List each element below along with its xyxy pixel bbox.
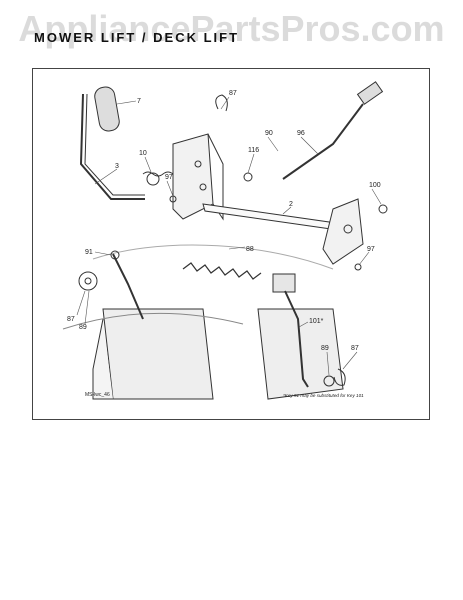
- right-hanger-rod: [284, 290, 309, 388]
- callout-87-top: 87: [229, 90, 237, 97]
- washer-116: [243, 172, 253, 182]
- callout-101: 101*: [309, 318, 324, 325]
- hair-clip-right: [333, 368, 346, 386]
- footnote: *Key 91 may be substituted for Key 101: [283, 393, 364, 398]
- right-hanger-block: [272, 273, 296, 293]
- callout-97-right: 97: [367, 246, 375, 253]
- mounting-bracket: [172, 133, 214, 220]
- parts-diagram: 7 87 90 96 116 10 3 97 100 2 88 91 87 89…: [62, 81, 388, 400]
- left-washer: [78, 271, 98, 291]
- rod-knob: [356, 81, 384, 105]
- diagram-code: MS-lwc_46: [85, 392, 110, 398]
- deck-left-panel: [102, 308, 214, 400]
- callout-89-right: 89: [321, 345, 329, 352]
- callout-87-right: 87: [351, 345, 359, 352]
- adjust-rod: [282, 103, 364, 180]
- callout-116: 116: [248, 147, 259, 154]
- handle-grip: [94, 86, 120, 132]
- lift-lever: [79, 93, 145, 200]
- callout-91: 91: [85, 249, 93, 256]
- callout-88: 88: [246, 246, 254, 253]
- callout-3: 3: [115, 163, 119, 170]
- deck-edge: [62, 312, 244, 330]
- hair-clip-top: [215, 94, 228, 112]
- callout-96: 96: [297, 130, 305, 137]
- deck-curve: [92, 244, 334, 270]
- right-lift-arm: [322, 198, 364, 265]
- lift-spring: [182, 262, 262, 280]
- nut-100: [378, 204, 388, 214]
- callout-90: 90: [265, 130, 273, 137]
- callout-7: 7: [137, 98, 141, 105]
- callout-89-left: 89: [79, 324, 87, 331]
- cross-shaft: [202, 203, 346, 232]
- spring-coil-10: [146, 172, 160, 186]
- callout-97-left: 97: [165, 174, 173, 181]
- diagram-frame: 7 87 90 96 116 10 3 97 100 2 88 91 87 89…: [32, 68, 430, 420]
- bolt-97-right: [354, 263, 362, 271]
- callout-100: 100: [369, 182, 381, 189]
- callout-2: 2: [289, 201, 293, 208]
- right-washer: [323, 375, 335, 387]
- left-hanger-link: [112, 253, 144, 320]
- deck-front-panel: [92, 318, 113, 400]
- callout-87-left: 87: [67, 316, 75, 323]
- page-title: MOWER LIFT / DECK LIFT: [34, 30, 240, 45]
- callout-10: 10: [139, 150, 147, 157]
